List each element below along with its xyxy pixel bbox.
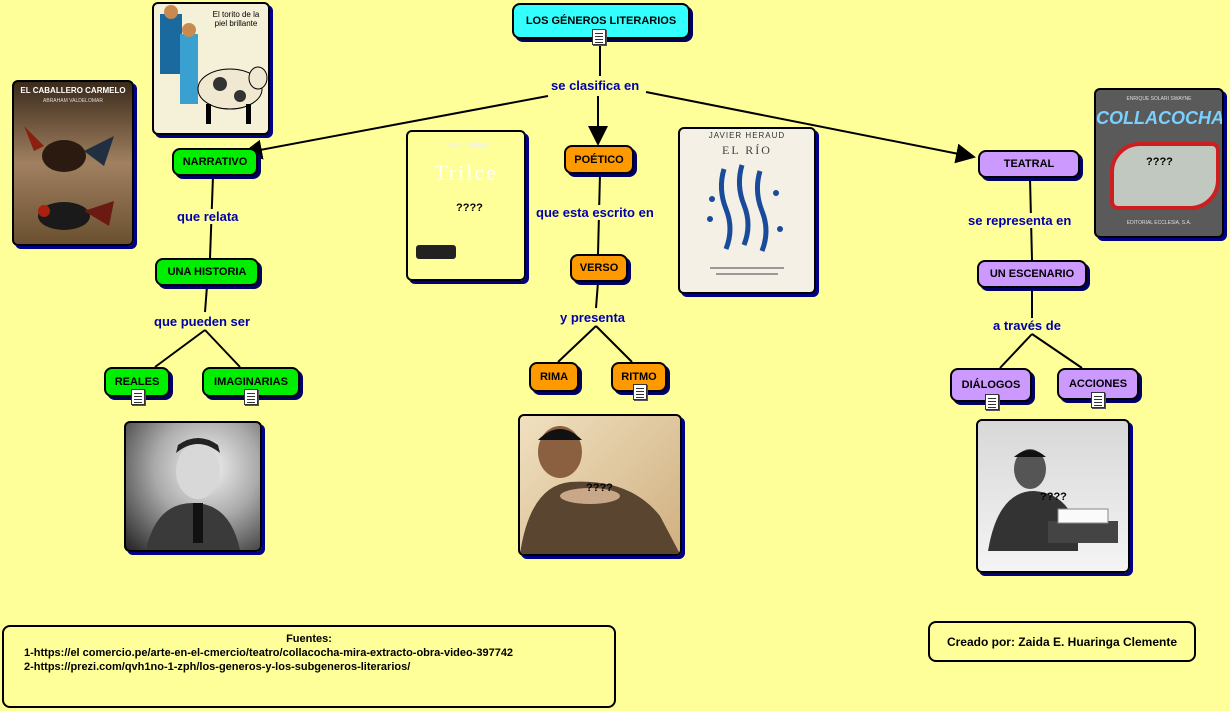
author-photo-poet[interactable]: ???? xyxy=(518,414,682,556)
cover-emblem xyxy=(416,245,456,259)
document-icon[interactable] xyxy=(985,394,999,410)
author-photo-left[interactable] xyxy=(124,421,262,552)
verso-node[interactable]: VERSO xyxy=(570,254,628,282)
cover-title: El torito de la piel brillante xyxy=(212,10,260,28)
cover-author: César Vallejo xyxy=(444,140,488,149)
cover-art xyxy=(1110,142,1220,210)
cover-title: COLLACOCHA xyxy=(1096,108,1224,128)
cover-publisher: EDITORIAL ECCLESIA, S.A. xyxy=(1126,220,1192,226)
document-icon[interactable] xyxy=(592,29,606,45)
link-se-representa-en: se representa en xyxy=(966,213,1074,228)
link-y-presenta: y presenta xyxy=(558,310,628,325)
cover-title: EL CABALLERO CARMELO xyxy=(20,86,126,95)
book-cover-collacocha[interactable]: ENRIQUE SOLARI SWAYNE COLLACOCHA ???? ED… xyxy=(1094,88,1224,238)
poetico-label: POÉTICO xyxy=(574,153,624,166)
link-que-esta-escrito-en: que esta escrito en xyxy=(534,205,656,220)
dialogos-label: DIÁLOGOS xyxy=(961,379,1021,391)
book-cover-caballero-carmelo[interactable]: EL CABALLERO CARMELO ABRAHAM VALDELOMAR xyxy=(12,80,134,246)
ritmo-label: RITMO xyxy=(621,371,657,383)
document-icon[interactable] xyxy=(131,389,145,405)
writer-portrait xyxy=(988,449,1118,551)
link-se-clasifica-en: se clasifica en xyxy=(549,78,642,93)
credit-box: Creado por: Zaida E. Huaringa Clemente xyxy=(928,621,1196,662)
source-2: 2-https://prezi.com/qvh1no-1-zph/los-gen… xyxy=(24,661,411,673)
question-marks: ???? xyxy=(586,482,613,494)
root-label: LOS GÉNEROS LITERARIOS xyxy=(525,15,677,27)
cover-title: EL RÍO xyxy=(722,143,772,157)
sources-box: Fuentes: 1-https://el comercio.pe/arte-e… xyxy=(2,625,616,708)
sources-title: Fuentes: xyxy=(286,633,332,645)
una-historia-node[interactable]: UNA HISTORIA xyxy=(155,258,259,286)
poetico-node[interactable]: POÉTICO xyxy=(564,145,634,174)
document-icon[interactable] xyxy=(244,389,258,405)
un-escenario-label: UN ESCENARIO xyxy=(989,268,1075,280)
cover-author: ABRAHAM VALDELOMAR xyxy=(43,98,103,104)
verso-label: VERSO xyxy=(579,262,619,274)
teatral-label: TEATRAL xyxy=(1003,158,1055,170)
question-marks: ???? xyxy=(1146,156,1173,168)
cover-author: JAVIER HERAUD xyxy=(708,131,786,140)
question-marks: ???? xyxy=(1040,491,1067,503)
book-cover-torito[interactable]: El torito de la piel brillante xyxy=(152,2,270,135)
question-marks: ???? xyxy=(456,202,483,214)
link-que-pueden-ser: que pueden ser xyxy=(152,314,253,329)
imaginarias-label: IMAGINARIAS xyxy=(214,376,288,388)
teatral-node[interactable]: TEATRAL xyxy=(978,150,1080,178)
document-icon[interactable] xyxy=(1091,392,1105,408)
waves-illustration xyxy=(707,164,784,275)
link-que-relata: que relata xyxy=(175,209,241,224)
credit-text: Creado por: Zaida E. Huaringa Clemente xyxy=(946,634,1178,649)
narrativo-label: NARRATIVO xyxy=(182,156,248,168)
cover-title: Trilce xyxy=(434,160,498,185)
imaginarias-node[interactable]: IMAGINARIAS xyxy=(202,367,300,397)
reales-node[interactable]: REALES xyxy=(104,367,170,397)
acciones-label: ACCIONES xyxy=(1068,378,1128,390)
document-icon[interactable] xyxy=(633,384,647,400)
una-historia-label: UNA HISTORIA xyxy=(167,266,247,278)
dialogos-node[interactable]: DIÁLOGOS xyxy=(950,368,1032,402)
cover-author: ENRIQUE SOLARI SWAYNE xyxy=(1126,96,1192,102)
author-photo-writer[interactable]: ???? xyxy=(976,419,1130,573)
man-portrait xyxy=(146,438,240,550)
rima-label: RIMA xyxy=(539,371,569,383)
narrativo-node[interactable]: NARRATIVO xyxy=(172,148,258,176)
book-cover-trilce[interactable]: César Vallejo Trilce ???? xyxy=(406,130,526,281)
reales-label: REALES xyxy=(114,376,160,388)
link-a-traves-de: a través de xyxy=(991,318,1063,333)
rooster-illustration xyxy=(24,126,114,230)
book-cover-el-rio[interactable]: JAVIER HERAUD EL RÍO xyxy=(678,127,816,294)
poet-portrait xyxy=(520,426,680,554)
un-escenario-node[interactable]: UN ESCENARIO xyxy=(977,260,1087,288)
rima-node[interactable]: RIMA xyxy=(529,362,579,392)
torito-illustration xyxy=(160,5,268,124)
root-node[interactable]: LOS GÉNEROS LITERARIOS xyxy=(512,3,690,39)
source-1: 1-https://el comercio.pe/arte-en-el-cmer… xyxy=(24,647,514,659)
